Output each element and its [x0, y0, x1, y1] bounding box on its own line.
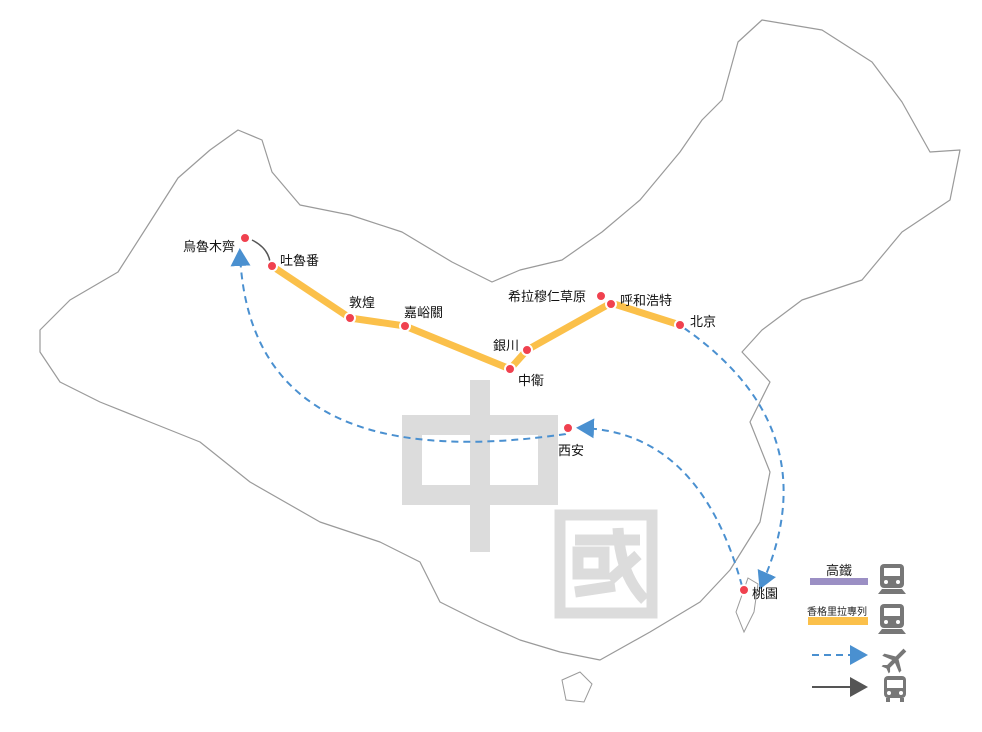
hainan-island — [561, 671, 593, 703]
legend-rail-label: 香格里拉專列 — [807, 607, 867, 618]
marker-turpan[interactable] — [266, 260, 278, 272]
city-label-zhongwei: 中衛 — [518, 374, 545, 389]
china-outline — [39, 19, 961, 661]
flight-xian-urumqi — [230, 248, 567, 443]
airplane-icon — [881, 648, 907, 674]
train-icon — [878, 564, 906, 594]
bus-icon — [884, 676, 906, 702]
city-label-beijing: 北京 — [690, 315, 717, 330]
flight-beijing-taoyuan — [683, 327, 785, 590]
city-label-yinchuan: 銀川 — [493, 339, 520, 354]
marker-beijing[interactable] — [674, 319, 686, 331]
bus-route-urumqi-turpan — [251, 239, 271, 263]
city-label-taoyuan: 桃園 — [752, 587, 779, 602]
city-label-turpan: 吐魯番 — [280, 254, 320, 269]
marker-xian[interactable] — [562, 422, 574, 434]
marker-yinchuan[interactable] — [521, 344, 533, 356]
marker-dunhuang[interactable] — [344, 312, 356, 324]
city-label-dunhuang: 敦煌 — [349, 296, 376, 311]
city-label-xilamuren: 希拉穆仁草原 — [508, 290, 587, 305]
flight-taoyuan-xian — [576, 418, 743, 587]
marker-zhongwei[interactable] — [504, 363, 516, 375]
shangri-la-rail-route — [268, 262, 684, 373]
train-icon — [878, 604, 906, 634]
marker-urumqi[interactable] — [239, 232, 251, 244]
watermark-guo — [554, 509, 658, 619]
legend-rail-line — [808, 617, 868, 625]
city-label-hohhot: 呼和浩特 — [620, 294, 673, 309]
marker-jiayuguan[interactable] — [399, 320, 411, 332]
legend-hsr-line — [810, 578, 868, 585]
marker-taoyuan[interactable] — [738, 584, 750, 596]
legend-hsr-label: 高鐵 — [826, 564, 853, 579]
marker-xilamuren[interactable] — [595, 290, 607, 302]
taiwan-island — [735, 577, 759, 634]
city-label-xian: 西安 — [558, 444, 585, 459]
marker-hohhot[interactable] — [605, 298, 617, 310]
city-label-jiayuguan: 嘉峪關 — [404, 306, 444, 321]
city-label-urumqi: 烏魯木齊 — [183, 240, 236, 255]
watermark-zhong — [402, 380, 558, 552]
